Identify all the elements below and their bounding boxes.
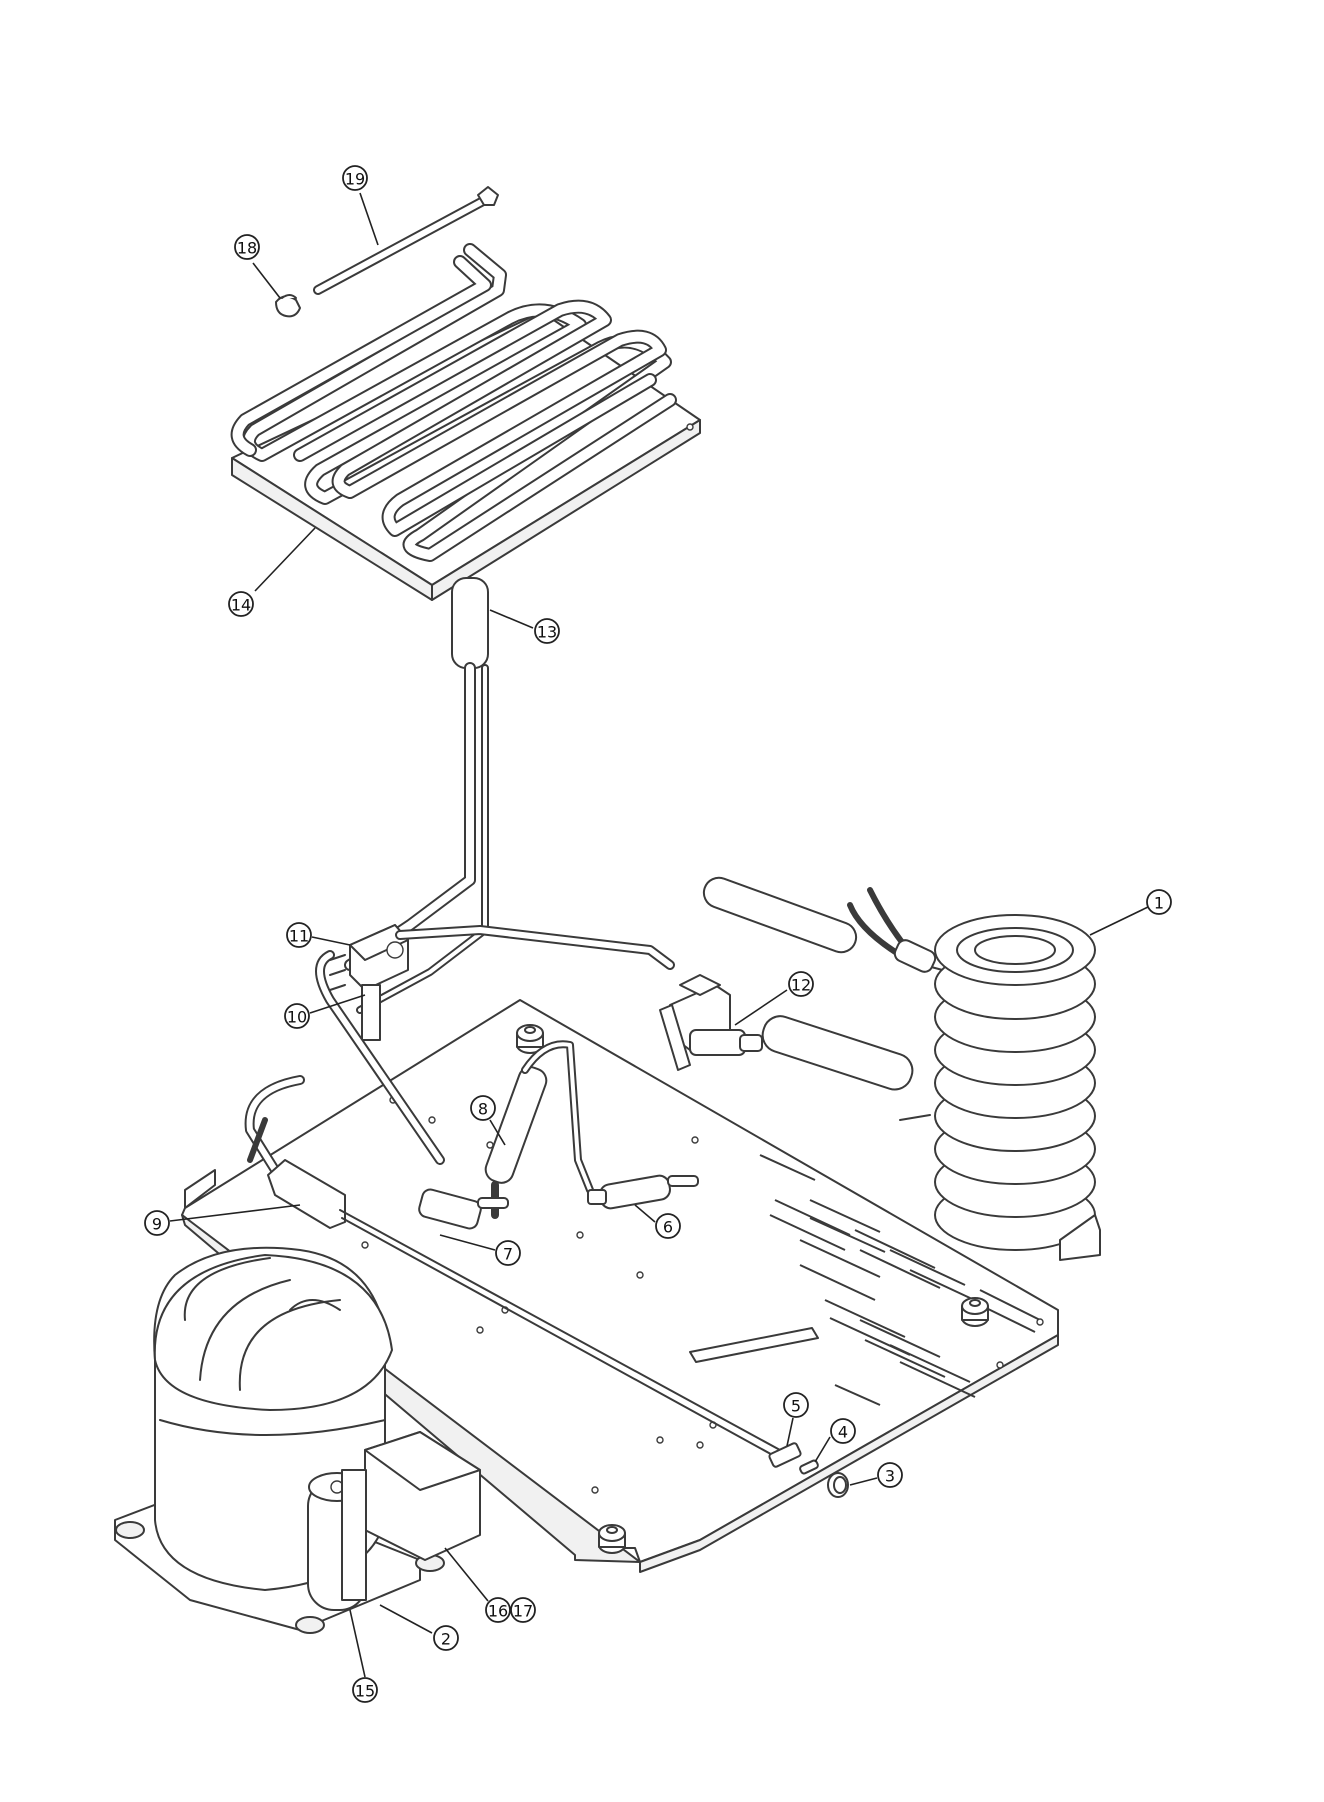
leader-15 — [350, 1610, 365, 1677]
callout-13: 13 — [535, 619, 559, 643]
callout-7: 7 — [496, 1241, 520, 1265]
callout-11: 11 — [287, 923, 311, 947]
callout-2: 2 — [434, 1626, 458, 1650]
svg-text:5: 5 — [791, 1397, 801, 1416]
svg-text:6: 6 — [663, 1218, 673, 1237]
callout-10: 10 — [285, 1004, 309, 1028]
svg-text:3: 3 — [885, 1467, 895, 1486]
callout-18: 18 — [235, 235, 259, 259]
svg-text:17: 17 — [513, 1602, 533, 1621]
leader-19 — [360, 193, 378, 245]
leader-1 — [1090, 907, 1148, 935]
water-valve-12 — [660, 975, 917, 1094]
callout-4: 4 — [831, 1419, 855, 1443]
svg-text:9: 9 — [152, 1215, 162, 1234]
svg-text:4: 4 — [838, 1423, 848, 1442]
leader-2 — [380, 1605, 432, 1633]
svg-text:11: 11 — [289, 927, 309, 946]
callout-12: 12 — [789, 972, 813, 996]
svg-text:1: 1 — [1154, 894, 1164, 913]
callout-6: 6 — [656, 1214, 680, 1238]
leader-11 — [312, 937, 350, 945]
callout-9: 9 — [145, 1211, 169, 1235]
callout-1: 1 — [1147, 890, 1171, 914]
callout-8: 8 — [471, 1096, 495, 1120]
grommet-foot — [599, 1525, 625, 1553]
svg-text:13: 13 — [537, 623, 557, 642]
cap-3 — [828, 1473, 848, 1497]
svg-text:7: 7 — [503, 1245, 513, 1264]
svg-text:8: 8 — [478, 1100, 488, 1119]
leader-16 — [445, 1548, 488, 1601]
callout-3: 3 — [878, 1463, 902, 1487]
svg-text:15: 15 — [355, 1682, 375, 1701]
callout-17: 17 — [511, 1598, 535, 1622]
leader-3 — [850, 1478, 877, 1485]
callout-15: 15 — [353, 1678, 377, 1702]
grommet-foot — [962, 1298, 988, 1326]
svg-text:18: 18 — [237, 239, 257, 258]
svg-text:16: 16 — [488, 1602, 508, 1621]
leader-18 — [253, 263, 280, 298]
svg-text:10: 10 — [287, 1008, 307, 1027]
callout-19: 19 — [343, 166, 367, 190]
leader-13 — [490, 610, 533, 628]
callout-14: 14 — [229, 592, 253, 616]
capacitor-15 — [308, 1470, 366, 1610]
leader-14 — [255, 528, 315, 591]
svg-text:19: 19 — [345, 170, 365, 189]
svg-text:14: 14 — [231, 596, 251, 615]
svg-text:12: 12 — [791, 976, 811, 995]
callout-5: 5 — [784, 1393, 808, 1417]
svg-text:2: 2 — [441, 1630, 451, 1649]
callout-16: 16 — [486, 1598, 510, 1622]
